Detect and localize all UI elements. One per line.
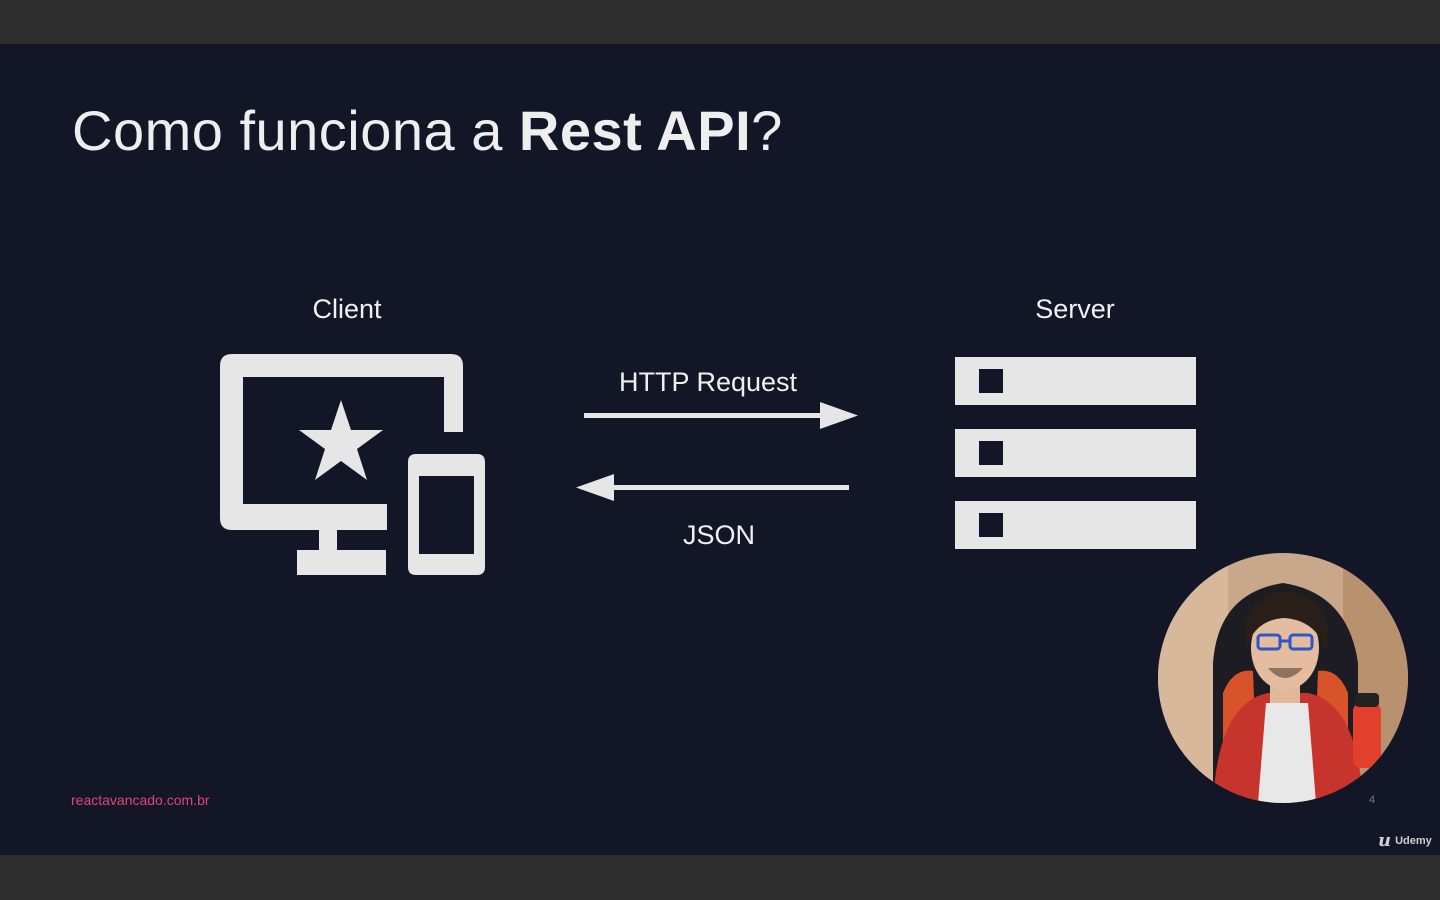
server-label: Server	[1035, 294, 1115, 324]
presentation-slide: Como funciona a Rest API? Client Server …	[0, 44, 1440, 855]
udemy-logo-icon: u	[1378, 830, 1392, 851]
video-bottom-bar	[0, 855, 1440, 900]
http-request-label: HTTP Request	[618, 367, 798, 397]
presenter-video-image	[1158, 553, 1408, 803]
title-end: ?	[751, 99, 783, 162]
server-rack-icon	[955, 357, 1196, 549]
desktop-mobile-star-icon	[220, 354, 485, 575]
arrow-left-icon	[576, 474, 849, 501]
title-bold: Rest API	[518, 99, 752, 162]
title-regular: Como funciona a	[72, 99, 519, 162]
json-label: JSON	[682, 520, 756, 550]
client-label: Client	[312, 294, 382, 324]
slide-title: Como funciona a Rest API?	[72, 98, 783, 163]
udemy-wordmark: Udemy	[1395, 834, 1432, 847]
video-top-bar	[0, 0, 1440, 44]
arrow-right-icon	[584, 402, 858, 429]
page-number: 4	[1369, 794, 1376, 806]
udemy-watermark: u Udemy	[1378, 830, 1432, 851]
footer-url: reactavancado.com.br	[71, 792, 210, 808]
presenter-webcam	[1158, 553, 1408, 803]
